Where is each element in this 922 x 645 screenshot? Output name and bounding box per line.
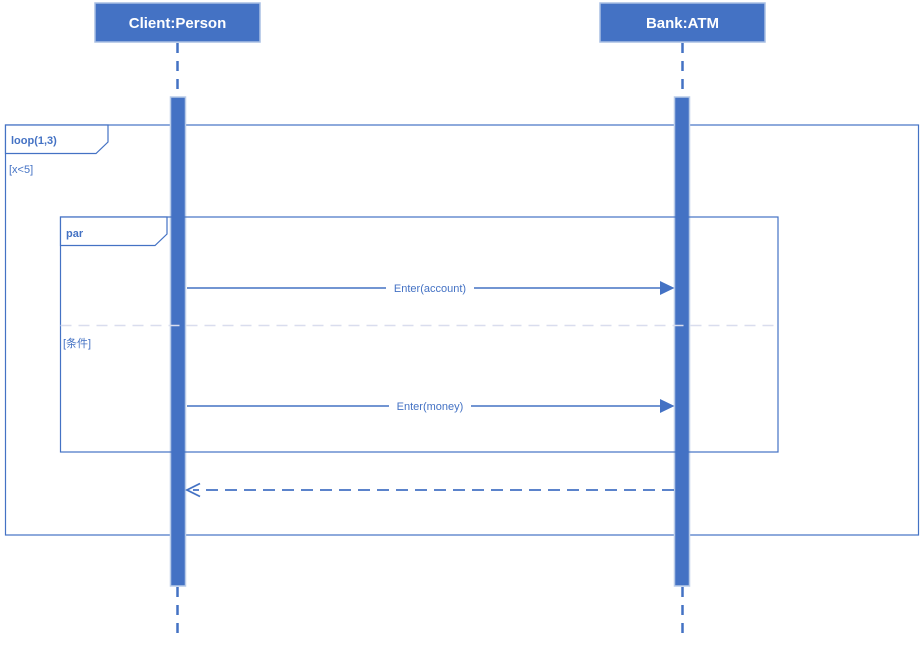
actor-client-box[interactable] — [94, 2, 261, 43]
message-enter-money-arrowhead-icon — [660, 399, 675, 413]
par-operator-tab — [59, 216, 168, 247]
message-return[interactable] — [184, 482, 674, 498]
actor-client[interactable]: Client:Person — [94, 2, 261, 43]
client-activation-bar[interactable] — [169, 96, 187, 587]
message-enter-account-arrowhead-icon — [660, 281, 675, 295]
actor-bank-label: Bank:ATM — [646, 15, 719, 32]
actor-bank[interactable]: Bank:ATM — [599, 2, 766, 43]
message-enter-account[interactable]: Enter(account) — [187, 281, 675, 295]
loop-guard-label: [x<5] — [9, 164, 33, 176]
message-enter-account-label: Enter(account) — [394, 283, 466, 295]
message-enter-account-label-bg — [386, 281, 474, 294]
actor-client-label: Client:Person — [129, 15, 227, 32]
message-return-arrowhead-icon — [184, 482, 201, 498]
par-guard-label: [条件] — [63, 336, 91, 350]
par-operator-label: par — [66, 228, 84, 240]
actor-bank-box[interactable] — [599, 2, 766, 43]
loop-fragment-frame[interactable] — [4, 124, 920, 536]
message-enter-money-label-bg — [389, 399, 471, 412]
message-enter-money[interactable]: Enter(money) — [187, 399, 675, 413]
bank-activation-bar[interactable] — [673, 96, 691, 587]
par-fragment-frame[interactable] — [59, 216, 779, 453]
loop-operator-label: loop(1,3) — [11, 135, 57, 147]
loop-operator-tab — [4, 124, 109, 155]
message-enter-money-label: Enter(money) — [397, 401, 464, 413]
